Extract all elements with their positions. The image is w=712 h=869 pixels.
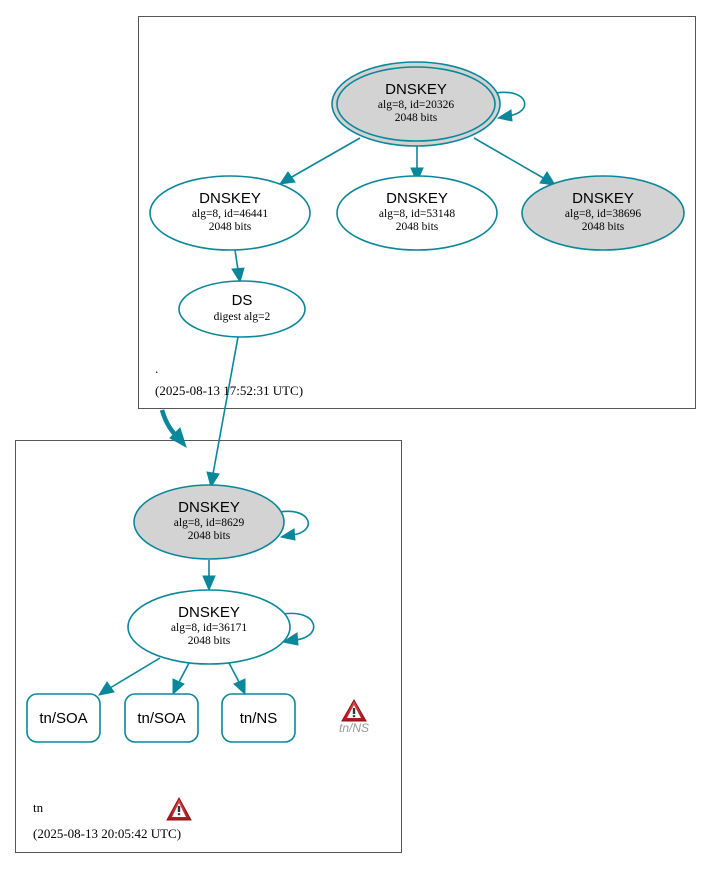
warning-triangle-icon[interactable] xyxy=(166,796,192,821)
node-bits: 2048 bits xyxy=(188,635,231,647)
node-title: DS xyxy=(232,292,253,309)
node-title: DNSKEY xyxy=(178,604,240,621)
record-box xyxy=(124,693,199,743)
node-ellipse xyxy=(127,589,291,665)
edge-tn-zsk-self xyxy=(282,612,315,641)
arrowhead xyxy=(278,171,296,185)
edge-ds-to-tn-ksk xyxy=(212,336,239,475)
node-ds[interactable]: DS digest alg=2 xyxy=(178,280,306,338)
root-zone-timestamp: (2025-08-13 17:52:31 UTC) xyxy=(155,383,303,398)
arrowhead xyxy=(281,632,299,646)
record-label: tn/SOA xyxy=(39,710,87,727)
edges xyxy=(97,91,556,696)
node-title: DNSKEY xyxy=(572,190,634,207)
record-box xyxy=(26,693,101,743)
edge-ksk-top-to-key-46441 xyxy=(289,137,361,179)
tn-zone-name: tn xyxy=(33,800,44,815)
node-ellipse xyxy=(521,175,685,251)
arrowhead xyxy=(231,267,245,284)
node-title: DNSKEY xyxy=(178,499,240,516)
record-tn-ns[interactable]: tn/NS xyxy=(221,693,296,743)
node-dnskey-38696[interactable]: DNSKEY alg=8, id=38696 2048 bits xyxy=(521,175,685,251)
node-title: DNSKEY xyxy=(386,190,448,207)
arrowhead xyxy=(97,681,115,696)
edge-zsk-to-soa-1 xyxy=(109,657,161,689)
edge-ksk-top-to-key-38696 xyxy=(473,137,546,180)
node-ellipse xyxy=(178,280,306,338)
record-box xyxy=(221,693,296,743)
record-tn-soa-1[interactable]: tn/SOA xyxy=(26,693,101,743)
node-bits: 2048 bits xyxy=(582,221,625,233)
arrowhead xyxy=(206,471,220,489)
arrowhead xyxy=(410,167,424,184)
node-title: DNSKEY xyxy=(199,190,261,207)
edge-ksk-top-self xyxy=(495,91,526,117)
node-bits: 2048 bits xyxy=(395,112,438,124)
node-bits: 2048 bits xyxy=(209,221,252,233)
node-dnskey-46441[interactable]: DNSKEY alg=8, id=46441 2048 bits xyxy=(149,175,311,251)
node-dnskey-53148[interactable]: DNSKEY alg=8, id=53148 2048 bits xyxy=(336,175,498,251)
node-bits: 2048 bits xyxy=(188,530,231,542)
warning-triangle-icon xyxy=(341,698,367,722)
node-digest: digest alg=2 xyxy=(214,311,271,323)
record-tn-ns-warning[interactable]: tn/NS xyxy=(339,698,369,735)
node-alg-id: alg=8, id=46441 xyxy=(192,208,268,220)
node-alg-id: alg=8, id=20326 xyxy=(378,99,454,111)
arrowhead xyxy=(172,678,185,696)
arrowhead xyxy=(169,427,187,449)
node-dnskey-20326[interactable]: DNSKEY alg=8, id=20326 2048 bits xyxy=(331,61,501,147)
record-tn-soa-2[interactable]: tn/SOA xyxy=(124,693,199,743)
arrowhead xyxy=(279,528,296,541)
edge-key-46441-to-ds xyxy=(234,249,239,271)
node-ellipse xyxy=(133,484,285,560)
record-label: tn/SOA xyxy=(137,710,185,727)
node-alg-id: alg=8, id=53148 xyxy=(379,208,455,220)
root-zone-name: . xyxy=(155,361,158,376)
node-title: DNSKEY xyxy=(385,81,447,98)
tn-zone-timestamp: (2025-08-13 20:05:42 UTC) xyxy=(33,826,181,841)
node-bits: 2048 bits xyxy=(396,221,439,233)
node-dnskey-8629[interactable]: DNSKEY alg=8, id=8629 2048 bits xyxy=(133,484,285,560)
node-alg-id: alg=8, id=38696 xyxy=(565,208,641,220)
node-dnskey-36171[interactable]: DNSKEY alg=8, id=36171 2048 bits xyxy=(127,589,291,665)
warning-record-label: tn/NS xyxy=(339,721,369,735)
ksk-inner-ring xyxy=(336,66,496,142)
node-alg-id: alg=8, id=8629 xyxy=(174,517,245,529)
record-label: tn/NS xyxy=(240,710,278,727)
edge-zsk-to-soa-2 xyxy=(178,662,190,683)
node-alg-id: alg=8, id=36171 xyxy=(171,622,247,634)
edge-zsk-to-ns xyxy=(228,662,240,683)
arrowhead xyxy=(233,678,246,696)
arrowhead xyxy=(496,109,513,122)
edge-tn-ksk-self xyxy=(279,510,310,536)
node-ellipse xyxy=(149,175,311,251)
node-ellipse xyxy=(336,175,498,251)
arrowhead xyxy=(202,575,216,592)
arrowhead xyxy=(539,171,556,186)
